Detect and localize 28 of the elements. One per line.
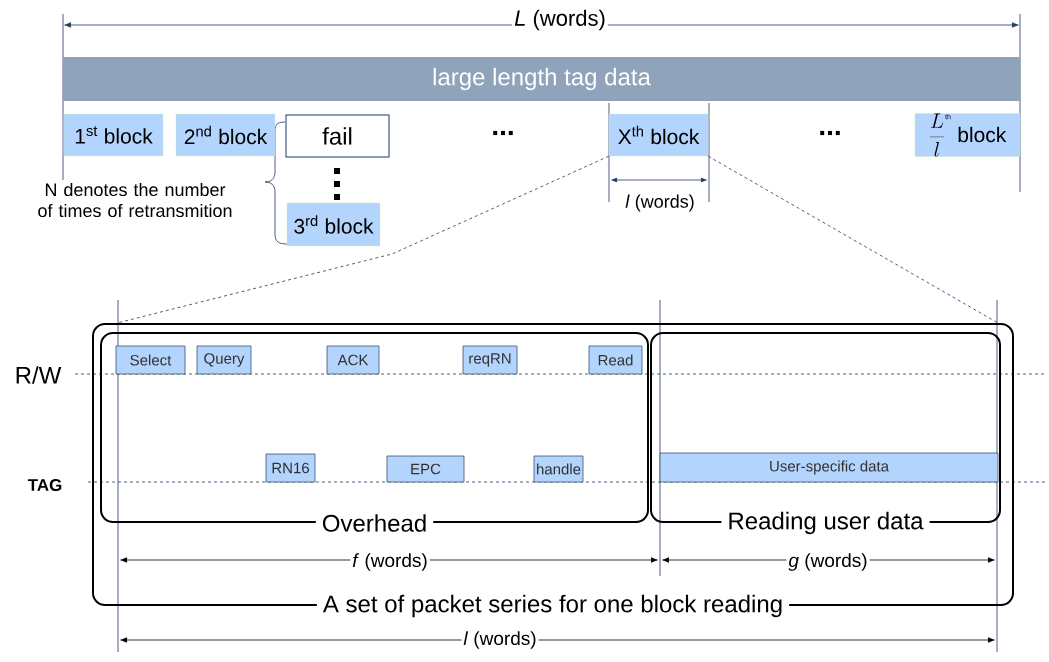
packet-box: handle (533, 455, 584, 483)
fail-box: fail (285, 114, 390, 158)
packet-box: RN16 (265, 453, 316, 483)
dimension-label: g (words) (786, 551, 870, 573)
dimension-label: l (words) (461, 629, 539, 651)
zoom-line (707, 155, 999, 324)
packet-box: EPC (386, 455, 465, 483)
block-box: X$^{th}$ block (608, 113, 709, 157)
ellipsis: ... (493, 130, 513, 136)
block-box: 2$^{nd}$ block (175, 113, 276, 157)
block-box: 1$^{st}$ block (63, 113, 164, 157)
ellipsis: ... (820, 130, 840, 136)
packet-box: reqRN (462, 345, 518, 375)
packet-box: Select (115, 345, 186, 375)
packet-box: User-specific data (659, 452, 999, 483)
dimension-label: l (words) (623, 192, 697, 214)
lane-label: TAG (27, 479, 62, 492)
data-band: large length tag data (63, 57, 1020, 101)
packet-box: ACK (326, 345, 380, 375)
lane-label: R/W (16, 366, 62, 384)
block-box: $\frac{L}{l}^{\mbox{\scriptsize th}}\mbox{ block}$ (914, 113, 1021, 157)
note-text: N denotes the number of times of retransmition (38, 182, 232, 218)
block-box: 3$^{rd}$ block (286, 202, 381, 247)
packet-box: Query (196, 345, 252, 375)
packet-box: Read (588, 345, 643, 375)
zoom-line (116, 155, 610, 324)
dimension-label: f (words) (350, 551, 430, 573)
dimension-label: L (words) (512, 7, 608, 33)
